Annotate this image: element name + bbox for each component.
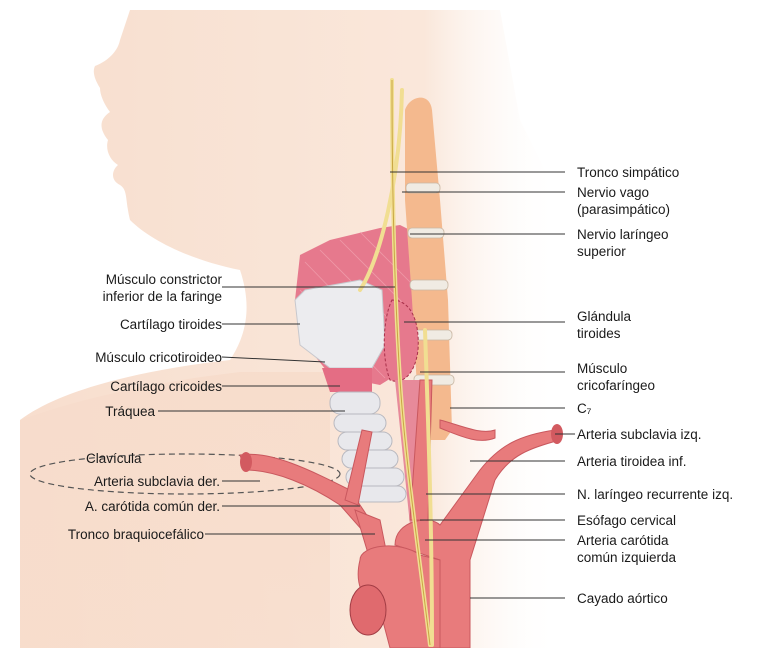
label-nervio-vago: Nervio vago(parasimpático) <box>577 184 670 218</box>
label-traquea: Tráquea <box>22 403 155 420</box>
label-tronco-simpatico: Tronco simpático <box>577 164 679 181</box>
label-clavicula: Clavícula <box>86 450 142 467</box>
label-n-laringeo-recurrente: N. laríngeo recurrente izq. <box>577 486 733 503</box>
label-cayado-aortico: Cayado aórtico <box>577 590 668 607</box>
label-cartilago-cricoides: Cartílago cricoides <box>22 378 222 395</box>
label-esofago-cervical: Esófago cervical <box>577 512 676 529</box>
label-arteria-tiroidea-inf: Arteria tiroidea inf. <box>577 453 687 470</box>
label-arteria-subclavia-izq: Arteria subclavia izq. <box>577 426 702 443</box>
label-c7: C₇ <box>577 400 591 417</box>
label-tronco-braquiocefalico: Tronco braquiocefálico <box>6 526 204 543</box>
label-arteria-subclavia-der: Arteria subclavia der. <box>6 473 220 490</box>
label-carotida-comun-der: A. carótida común der. <box>6 498 220 515</box>
label-cartilago-tiroides: Cartílago tiroides <box>22 316 222 333</box>
label-musculo-cricotiroideo: Músculo cricotiroideo <box>22 349 222 366</box>
